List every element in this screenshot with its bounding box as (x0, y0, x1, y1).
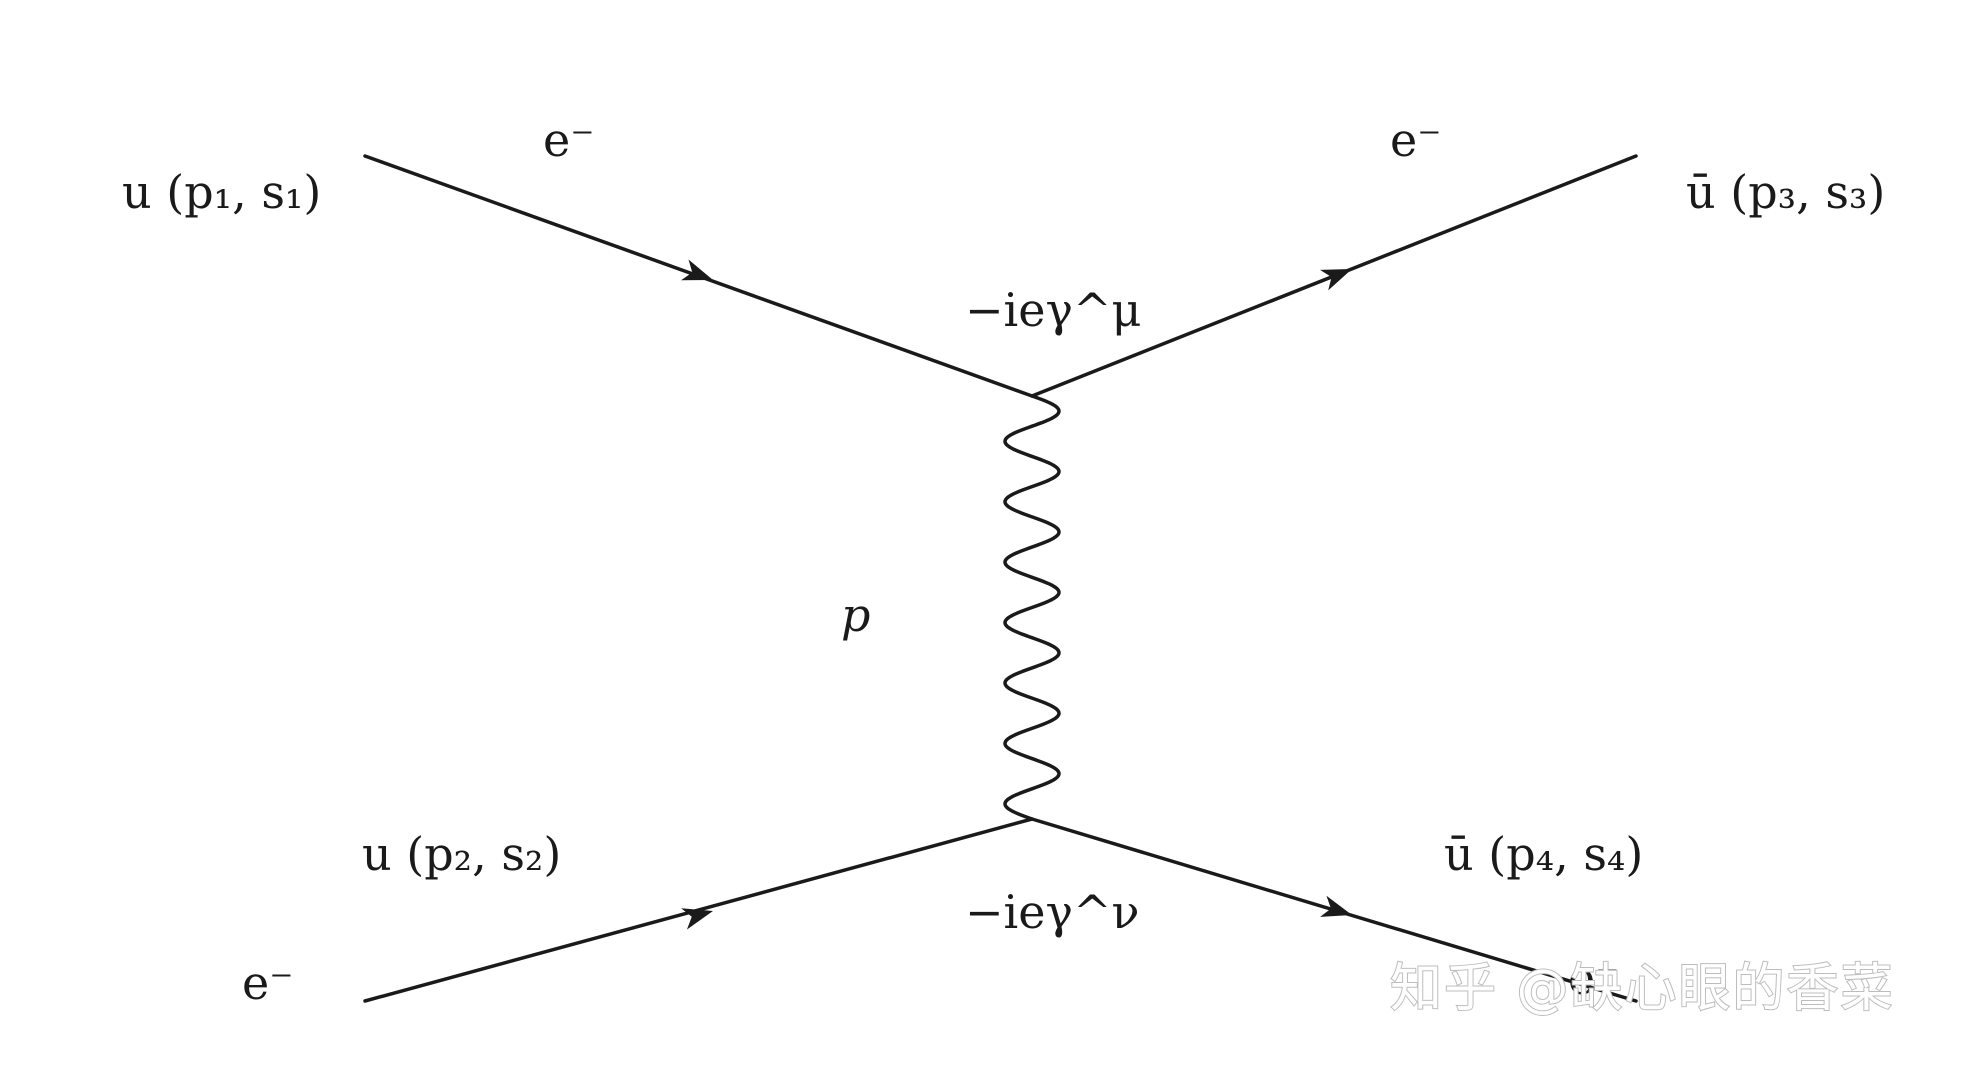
vertex-label-top: −ieγ^μ (965, 283, 1141, 337)
spinor-label-out-3: ū (p₃, s₃) (1686, 165, 1885, 219)
electron-label-out-top: e⁻ (1390, 113, 1442, 167)
photon-momentum-label: p (841, 588, 870, 642)
watermark: 知乎 @缺心眼的香菜 (1390, 959, 1895, 1019)
arrow-in-bottom (681, 908, 713, 930)
arrow-in-top (681, 259, 713, 281)
arrow-out-top (1320, 269, 1352, 291)
arrow-out-bottom (1320, 895, 1352, 917)
spinor-label-in-1: u (p₁, s₁) (122, 165, 321, 219)
vertex-label-bottom: −ieγ^ν (965, 885, 1139, 939)
electron-label-in-top: e⁻ (543, 113, 595, 167)
spinor-label-in-2: u (p₂, s₂) (362, 827, 561, 881)
spinor-label-out-4: ū (p₄, s₄) (1444, 827, 1643, 881)
electron-label-in-bottom: e⁻ (242, 956, 294, 1010)
photon-propagator (1003, 394, 1061, 821)
electron-label-out-bottom: e⁻ (1568, 951, 1620, 1005)
